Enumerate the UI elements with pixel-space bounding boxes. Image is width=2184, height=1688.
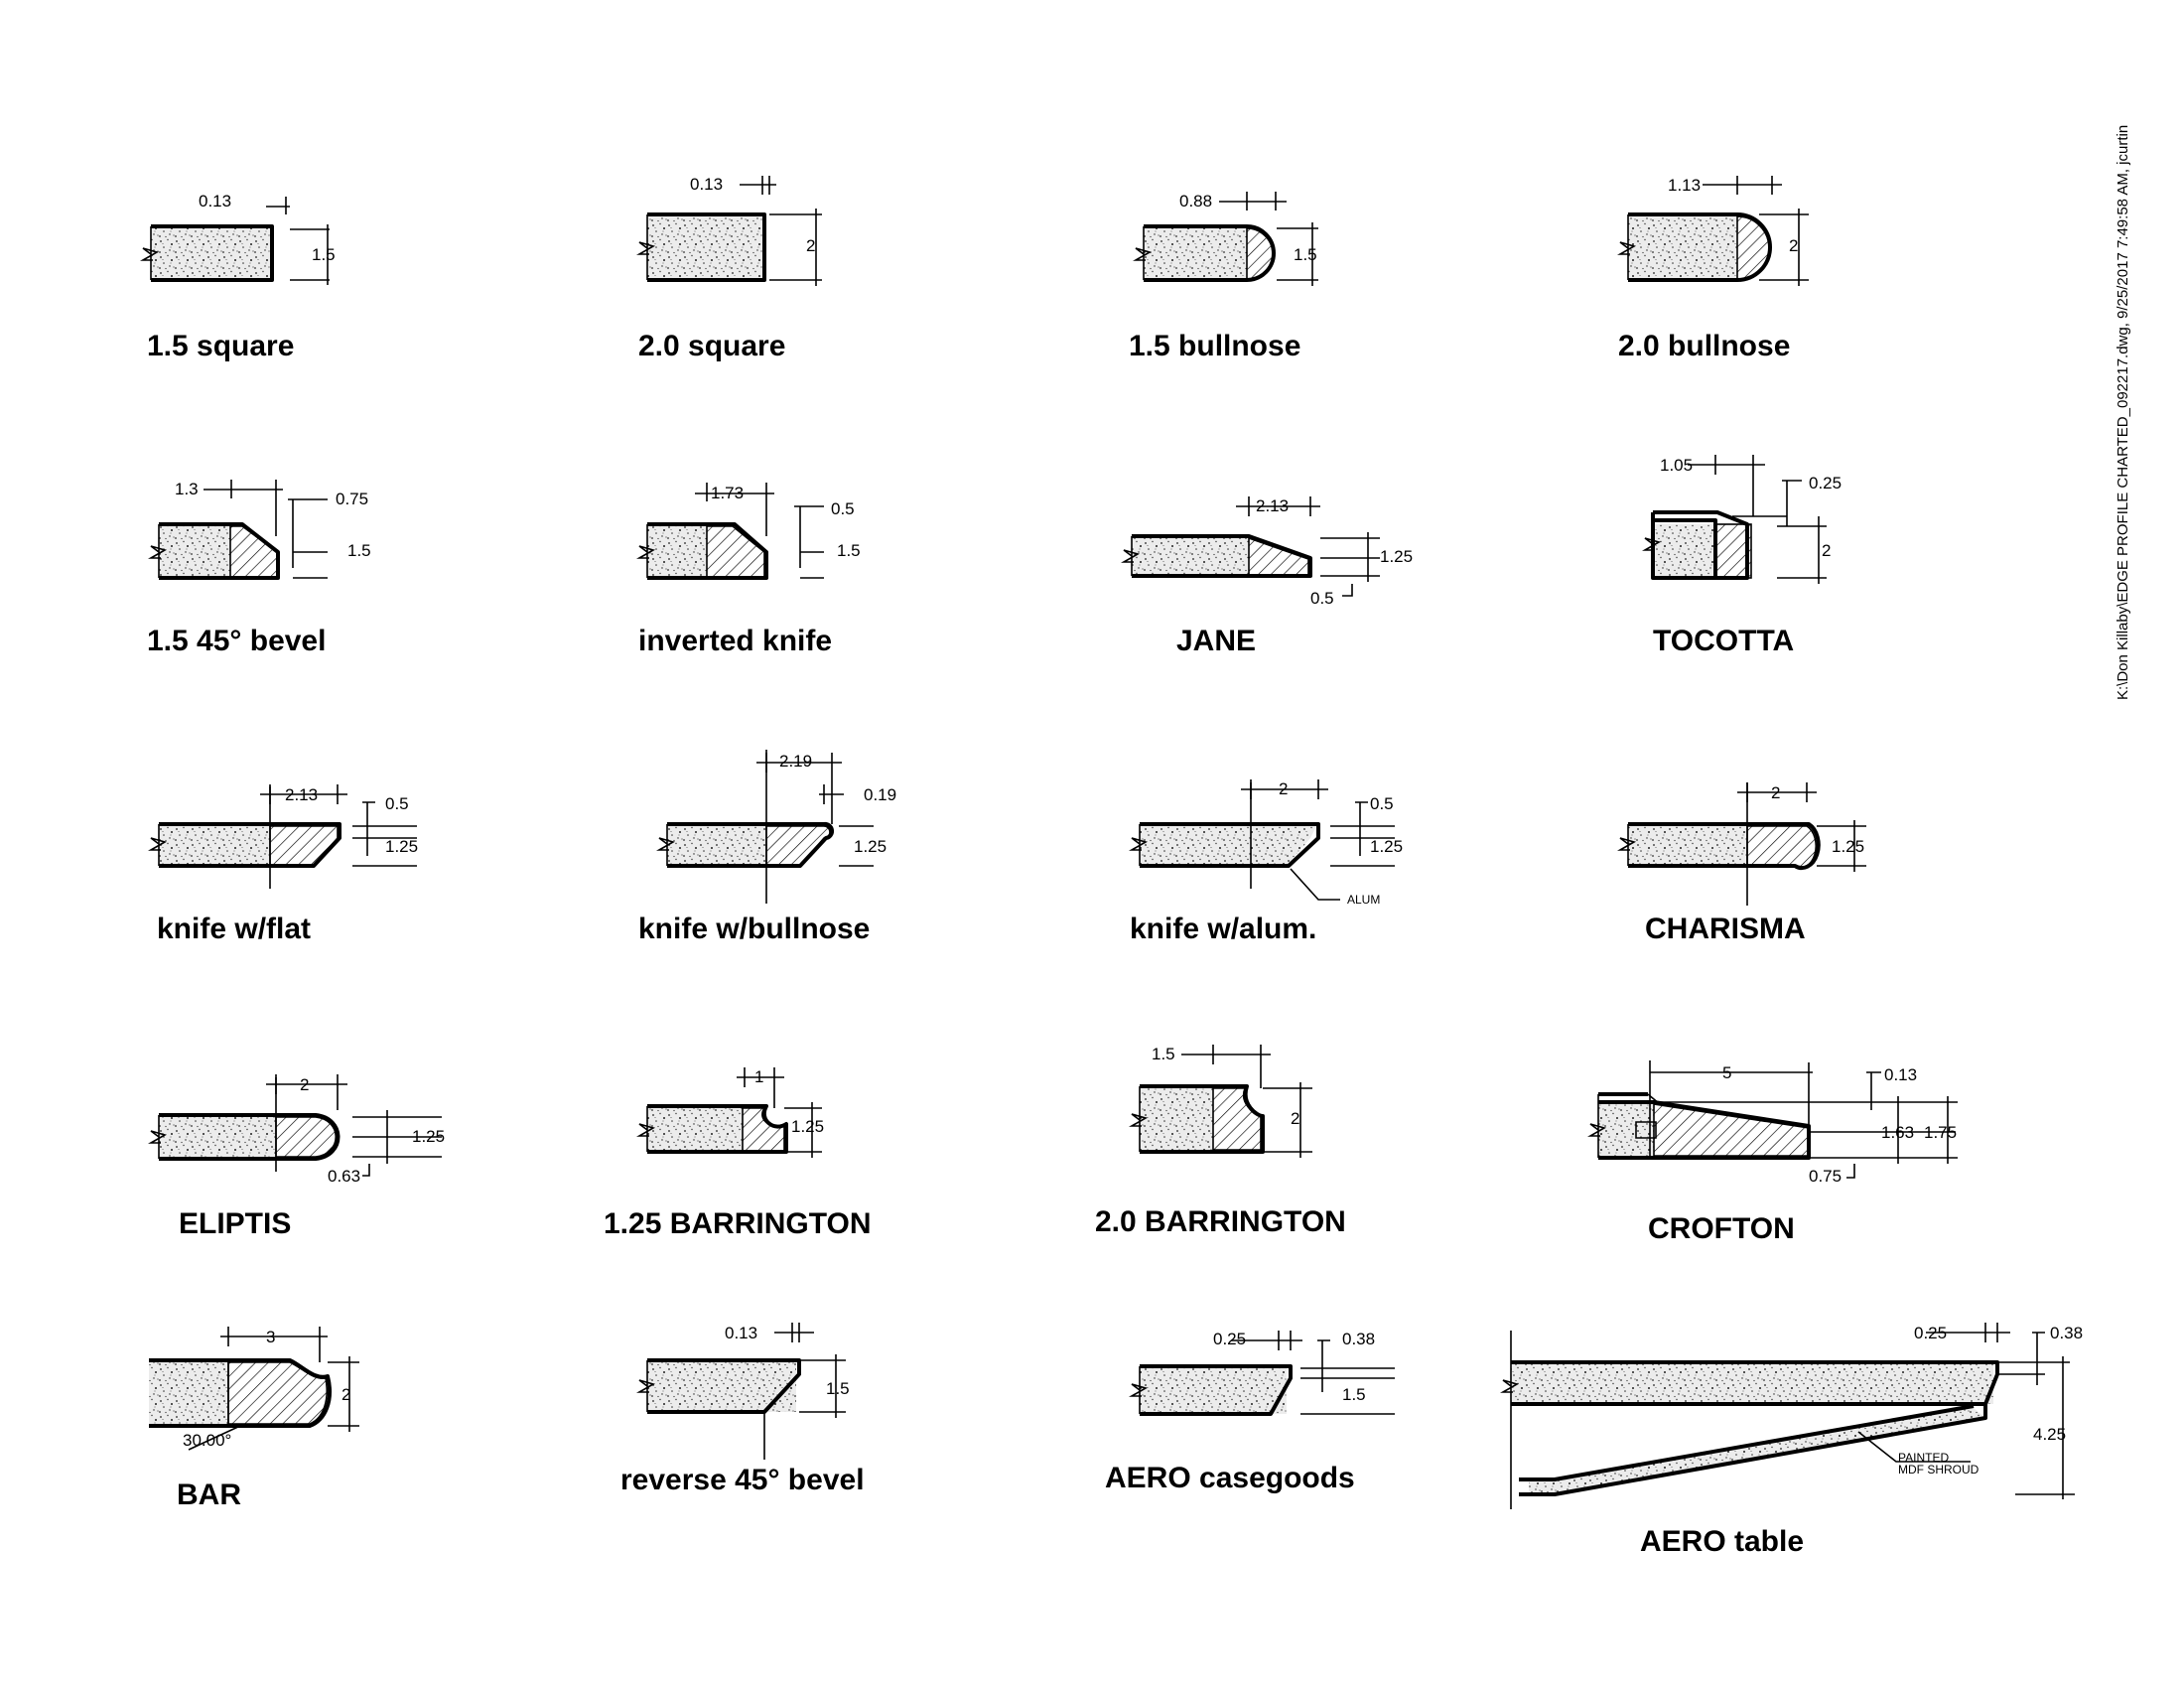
profile-label: 2.0 bullnose xyxy=(1618,330,1790,362)
dim-label: 1.25 xyxy=(412,1127,445,1146)
profile-label: 2.0 BARRINGTON xyxy=(1095,1205,1346,1238)
dim-label: 1.25 xyxy=(854,837,887,856)
profile-1-5-square: 0.13 1.5 1.5 square xyxy=(139,192,336,362)
profile-label: CHARISMA xyxy=(1645,913,1806,945)
dim-label: 1.5 xyxy=(347,541,371,560)
dim-label: 2 xyxy=(1291,1109,1299,1128)
profile-aero-casegoods: 0.25 0.38 1.5 AERO casegoods xyxy=(1105,1330,1395,1494)
dim-label: 1.5 xyxy=(312,245,336,264)
dim-label: 0.19 xyxy=(864,785,896,804)
profile-charisma: 2 1.25 CHARISMA xyxy=(1616,782,1866,945)
profile-label: CROFTON xyxy=(1648,1212,1795,1245)
profile-label: reverse 45° bevel xyxy=(620,1464,865,1496)
dim-label: 2 xyxy=(1789,236,1798,255)
profile-label: 1.25 BARRINGTON xyxy=(604,1207,872,1240)
dim-label: 0.25 xyxy=(1809,474,1842,492)
profile-label: inverted knife xyxy=(638,625,832,657)
profile-1-5-bullnose: 0.88 1.5 1.5 bullnose xyxy=(1129,192,1318,362)
dim-label: 0.25 xyxy=(1914,1324,1947,1342)
dim-label: 1.5 xyxy=(1152,1045,1175,1063)
dim-label: 5 xyxy=(1722,1063,1731,1082)
profile-aero-table: 0.25 0.38 4.25 PAINTED MDF SHROUD AERO t… xyxy=(1499,1323,2083,1558)
dim-label: 1.05 xyxy=(1660,456,1693,475)
dim-label: 0.88 xyxy=(1179,192,1212,211)
profile-label: 1.5 square xyxy=(147,330,294,362)
profile-label: AERO casegoods xyxy=(1105,1462,1355,1494)
dim-label: 1.13 xyxy=(1668,176,1701,195)
profile-jane: 2.13 1.25 0.5 JANE xyxy=(1120,496,1413,657)
dim-label: 1.5 xyxy=(1342,1385,1366,1404)
dim-label: 0.13 xyxy=(725,1324,757,1342)
dim-label: 4.25 xyxy=(2033,1425,2066,1444)
profile-2-0-barrington: 1.5 2 2.0 BARRINGTON xyxy=(1095,1045,1346,1238)
dim-label: 2.13 xyxy=(1256,496,1289,515)
profile-label: AERO table xyxy=(1640,1525,1804,1558)
dim-label: 1.5 xyxy=(837,541,861,560)
profile-knife-w-alum: 2 0.5 1.25 ALUM knife w/alum. xyxy=(1128,779,1403,945)
dim-label: 2 xyxy=(806,236,815,255)
dim-label: 2 xyxy=(300,1075,309,1094)
profile-knife-w-flat: 2.13 0.5 1.25 knife w/flat xyxy=(147,784,418,945)
dim-label: 0.13 xyxy=(1884,1065,1917,1084)
profile-inverted-knife: 1.73 0.5 1.5 inverted knife xyxy=(635,483,861,657)
profile-bar: 3 2 30.00° BAR xyxy=(149,1327,359,1511)
dim-label: 0.75 xyxy=(1809,1167,1842,1186)
dim-label: 2 xyxy=(341,1385,350,1404)
profile-label: knife w/bullnose xyxy=(638,913,870,945)
profile-crofton: 5 0.13 1.63 1.75 0.75 CROFTON xyxy=(1586,1060,1958,1245)
dim-label: 0.38 xyxy=(1342,1330,1375,1348)
profile-label: BAR xyxy=(177,1478,241,1511)
dim-label: 3 xyxy=(266,1328,275,1346)
dim-label: 1.75 xyxy=(1924,1123,1957,1142)
plot-stamp: K:\Don Killaby\EDGE PROFILE CHARTED_0922… xyxy=(2115,125,2131,700)
profile-label: JANE xyxy=(1176,625,1256,657)
dim-label: 0.5 xyxy=(831,499,855,518)
dim-label: 1 xyxy=(754,1067,763,1086)
profile-label: knife w/flat xyxy=(157,913,311,945)
dim-label: 0.13 xyxy=(690,175,723,194)
dim-label: 0.75 xyxy=(336,490,368,508)
dim-label: 1.3 xyxy=(175,480,199,498)
profile-label: TOCOTTA xyxy=(1653,625,1794,657)
profile-tocotta: 1.05 0.25 2 TOCOTTA xyxy=(1641,455,1842,657)
dim-label: 0.63 xyxy=(328,1167,360,1186)
dim-label: 0.5 xyxy=(1370,794,1394,813)
dim-label: 1.25 xyxy=(1832,837,1864,856)
dim-label: 2.19 xyxy=(779,752,812,771)
profile-label: 2.0 square xyxy=(638,330,785,362)
dim-label: 1.25 xyxy=(791,1117,824,1136)
dim-label: 1.25 xyxy=(1380,547,1413,566)
dim-label: 30.00° xyxy=(183,1431,231,1450)
profile-1-5-45-bevel: 1.3 0.75 1.5 1.5 45° bevel xyxy=(147,480,371,657)
profile-label: 1.5 bullnose xyxy=(1129,330,1300,362)
dim-label: 0.25 xyxy=(1213,1330,1246,1348)
dim-label: 1.5 xyxy=(826,1379,850,1398)
dim-label: 1.73 xyxy=(711,484,744,502)
note-shroud-line-1: PAINTED xyxy=(1898,1451,1949,1465)
dim-label: 0.5 xyxy=(385,794,409,813)
dim-label: 1.5 xyxy=(1294,245,1317,264)
profile-eliptis: 2 1.25 0.63 ELIPTIS xyxy=(147,1074,445,1240)
profile-label: knife w/alum. xyxy=(1130,913,1316,945)
dim-label: 0.5 xyxy=(1310,589,1334,608)
dim-label: 0.38 xyxy=(2050,1324,2083,1342)
note-shroud-line-2: MDF SHROUD xyxy=(1898,1463,1979,1477)
profile-2-0-bullnose: 1.13 2 2.0 bullnose xyxy=(1616,176,1809,362)
dim-label: 2 xyxy=(1279,779,1288,798)
profile-reverse-45-bevel: 0.13 1.5 reverse 45° bevel xyxy=(620,1323,865,1496)
profile-label: ELIPTIS xyxy=(179,1207,291,1240)
dim-label: 0.13 xyxy=(199,192,231,211)
profile-1-25-barrington: 1 1.25 1.25 BARRINGTON xyxy=(604,1067,872,1240)
dim-label: 2.13 xyxy=(285,785,318,804)
dim-label: 1.25 xyxy=(1370,837,1403,856)
profile-2-0-square: 0.13 2 2.0 square xyxy=(635,175,822,362)
profile-knife-w-bullnose: 2.19 0.19 1.25 knife w/bullnose xyxy=(638,750,896,945)
note-alum: ALUM xyxy=(1347,893,1380,907)
dim-label: 2 xyxy=(1822,541,1831,560)
dim-label: 1.63 xyxy=(1881,1123,1914,1142)
dim-label: 1.25 xyxy=(385,837,418,856)
dim-label: 2 xyxy=(1771,783,1780,802)
profile-label: 1.5 45° bevel xyxy=(147,625,326,657)
